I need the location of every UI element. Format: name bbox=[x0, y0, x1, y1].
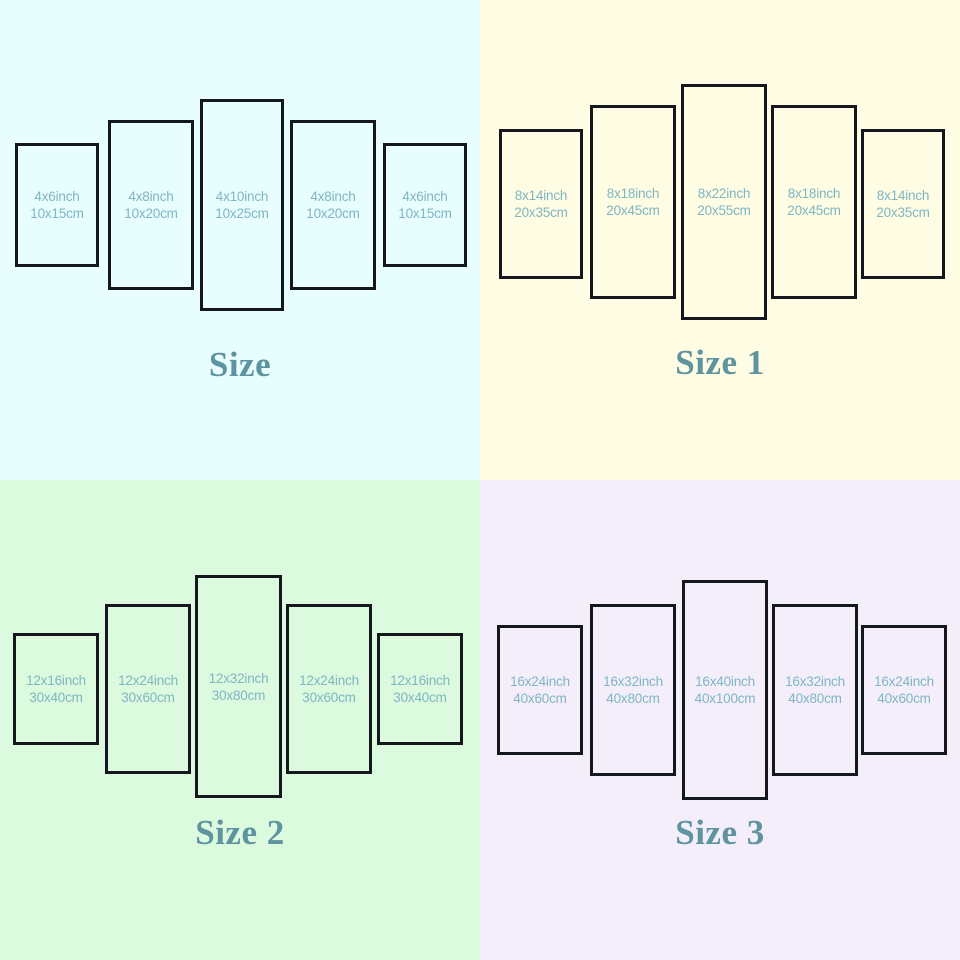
canvas-panel[interactable]: 8x14inch 20x35cm bbox=[861, 129, 945, 279]
panel-size-cm: 40x100cm bbox=[694, 691, 756, 706]
canvas-panel[interactable]: 8x18inch 20x45cm bbox=[590, 105, 676, 299]
canvas-panel[interactable]: 8x14inch 20x35cm bbox=[499, 129, 583, 279]
panel-size-inch: 12x24inch bbox=[118, 673, 178, 688]
panel-size-cm: 20x45cm bbox=[606, 203, 660, 218]
panel-size-cm: 10x25cm bbox=[215, 206, 269, 221]
panel-size-label: 12x16inch 30x40cm bbox=[26, 672, 86, 706]
panel-size-cm: 30x60cm bbox=[302, 690, 356, 705]
canvas-panel[interactable]: 8x18inch 20x45cm bbox=[771, 105, 857, 299]
panel-size-label: 12x24inch 30x60cm bbox=[299, 672, 359, 706]
canvas-panel[interactable]: 12x16inch 30x40cm bbox=[377, 633, 463, 745]
panel-size-inch: 16x24inch bbox=[510, 674, 570, 689]
panel-size-cm: 10x15cm bbox=[30, 206, 84, 221]
panel-group-bottom-right: 16x24inch 40x60cm 16x32inch 40x80cm 16x40inc… bbox=[480, 480, 960, 960]
canvas-panel[interactable]: 4x10inch 10x25cm bbox=[200, 99, 284, 311]
canvas-panel[interactable]: 12x24inch 30x60cm bbox=[286, 604, 372, 774]
panel-size-cm: 10x20cm bbox=[124, 206, 178, 221]
panel-size-inch: 4x8inch bbox=[310, 189, 356, 204]
quadrant-bottom-right: 16x24inch 40x60cm 16x32inch 40x80cm 16x40inc… bbox=[480, 480, 960, 960]
panel-size-label: 4x10inch 10x25cm bbox=[215, 188, 269, 222]
panel-size-label: 4x8inch 10x20cm bbox=[306, 188, 360, 222]
panel-size-inch: 4x10inch bbox=[215, 189, 269, 204]
quadrant-title-bottom-right: Size 3 bbox=[675, 813, 765, 852]
quadrant-title-bottom-left: Size 2 bbox=[195, 813, 285, 852]
panel-size-cm: 40x80cm bbox=[788, 691, 842, 706]
canvas-panel[interactable]: 4x8inch 10x20cm bbox=[108, 120, 194, 290]
panel-size-label: 12x16inch 30x40cm bbox=[390, 672, 450, 706]
quadrant-title-top-right: Size 1 bbox=[675, 343, 765, 382]
canvas-panel[interactable]: 4x6inch 10x15cm bbox=[383, 143, 467, 267]
panel-size-cm: 40x60cm bbox=[877, 691, 931, 706]
panel-size-cm: 20x55cm bbox=[697, 203, 751, 218]
panel-size-cm: 30x40cm bbox=[393, 690, 447, 705]
panel-size-inch: 16x24inch bbox=[874, 674, 934, 689]
panel-size-label: 8x14inch 20x35cm bbox=[514, 187, 568, 221]
canvas-panel[interactable]: 16x24inch 40x60cm bbox=[497, 625, 583, 755]
panel-size-inch: 4x6inch bbox=[34, 189, 80, 204]
panel-size-inch: 4x8inch bbox=[128, 189, 174, 204]
panel-group-top-left: 4x6inch 10x15cm 4x8inch 10x20cm 4x10inch 10x2… bbox=[0, 0, 480, 480]
panel-size-cm: 10x15cm bbox=[398, 206, 452, 221]
canvas-panel[interactable]: 8x22inch 20x55cm bbox=[681, 84, 767, 320]
panel-size-label: 4x6inch 10x15cm bbox=[30, 188, 84, 222]
panel-size-label: 8x18inch 20x45cm bbox=[606, 185, 660, 219]
panel-size-cm: 30x80cm bbox=[211, 687, 266, 703]
panel-size-cm: 40x80cm bbox=[606, 691, 660, 706]
panel-size-cm: 20x35cm bbox=[876, 205, 930, 220]
panel-size-inch: 8x18inch bbox=[606, 186, 660, 201]
panel-size-inch: 8x14inch bbox=[514, 188, 568, 203]
panel-size-label: 8x14inch 20x35cm bbox=[876, 187, 930, 221]
panel-size-label: 8x22inch 20x55cm bbox=[697, 185, 751, 219]
panel-size-cm: 10x20cm bbox=[306, 206, 360, 221]
panel-size-inch: 16x32inch bbox=[785, 674, 845, 689]
canvas-panel[interactable]: 4x8inch 10x20cm bbox=[290, 120, 376, 290]
panel-size-label: 16x32inch 40x80cm bbox=[785, 673, 845, 707]
panel-size-label: 16x24inch 40x60cm bbox=[510, 673, 570, 707]
canvas-panel[interactable]: 16x24inch 40x60cm bbox=[861, 625, 947, 755]
panel-size-inch: 8x14inch bbox=[876, 188, 930, 203]
panel-size-inch: 12x16inch bbox=[26, 673, 86, 688]
panel-size-inch: 12x32inch bbox=[208, 670, 269, 686]
panel-size-inch: 12x24inch bbox=[299, 673, 359, 688]
panel-size-label: 8x18inch 20x45cm bbox=[787, 185, 841, 219]
quadrant-title-top-left: Size bbox=[208, 345, 272, 384]
panel-size-inch: 16x40inch bbox=[695, 674, 755, 689]
canvas-panel[interactable]: 12x24inch 30x60cm bbox=[105, 604, 191, 774]
canvas-panel[interactable]: 12x16inch 30x40cm bbox=[13, 633, 99, 745]
panel-size-cm: 30x60cm bbox=[121, 690, 175, 705]
panel-size-inch: 8x22inch bbox=[697, 186, 751, 201]
panel-size-cm: 20x45cm bbox=[787, 203, 841, 218]
canvas-panel[interactable]: 4x6inch 10x15cm bbox=[15, 143, 99, 267]
panel-size-cm: 20x35cm bbox=[514, 205, 568, 220]
panel-size-inch: 4x6inch bbox=[402, 189, 448, 204]
quadrant-bottom-left: 12x16inch 30x40cm 12x24inch 30x60cm 12x32inc… bbox=[0, 480, 480, 960]
panel-size-label: 16x40inch 40x100cm bbox=[695, 673, 756, 707]
panel-group-top-right: 8x14inch 20x35cm 8x18inch 20x45cm 8x22inch 20… bbox=[480, 0, 960, 480]
quadrant-top-right: 8x14inch 20x35cm 8x18inch 20x45cm 8x22inch 20… bbox=[480, 0, 960, 480]
canvas-panel[interactable]: 16x32inch 40x80cm bbox=[772, 604, 858, 776]
panel-size-label: 12x24inch 30x60cm bbox=[118, 672, 178, 706]
panel-size-cm: 30x40cm bbox=[29, 690, 83, 705]
panel-size-label: 16x24inch 40x60cm bbox=[874, 673, 934, 707]
panel-size-cm: 40x60cm bbox=[513, 691, 567, 706]
canvas-panel[interactable]: 16x32inch 40x80cm bbox=[590, 604, 676, 776]
panel-size-label: 4x6inch 10x15cm bbox=[398, 188, 452, 222]
panel-group-bottom-left: 12x16inch 30x40cm 12x24inch 30x60cm 12x32inc… bbox=[0, 480, 480, 960]
panel-size-label: 16x32inch 40x80cm bbox=[603, 673, 663, 707]
panel-size-inch: 12x16inch bbox=[390, 673, 450, 688]
panel-size-inch: 8x18inch bbox=[787, 186, 841, 201]
panel-size-label: 4x8inch 10x20cm bbox=[124, 188, 178, 222]
quadrant-top-left: 4x6inch 10x15cm 4x8inch 10x20cm 4x10inch 10x2… bbox=[0, 0, 480, 480]
panel-size-inch: 16x32inch bbox=[603, 674, 663, 689]
canvas-panel[interactable]: 16x40inch 40x100cm bbox=[682, 580, 768, 800]
